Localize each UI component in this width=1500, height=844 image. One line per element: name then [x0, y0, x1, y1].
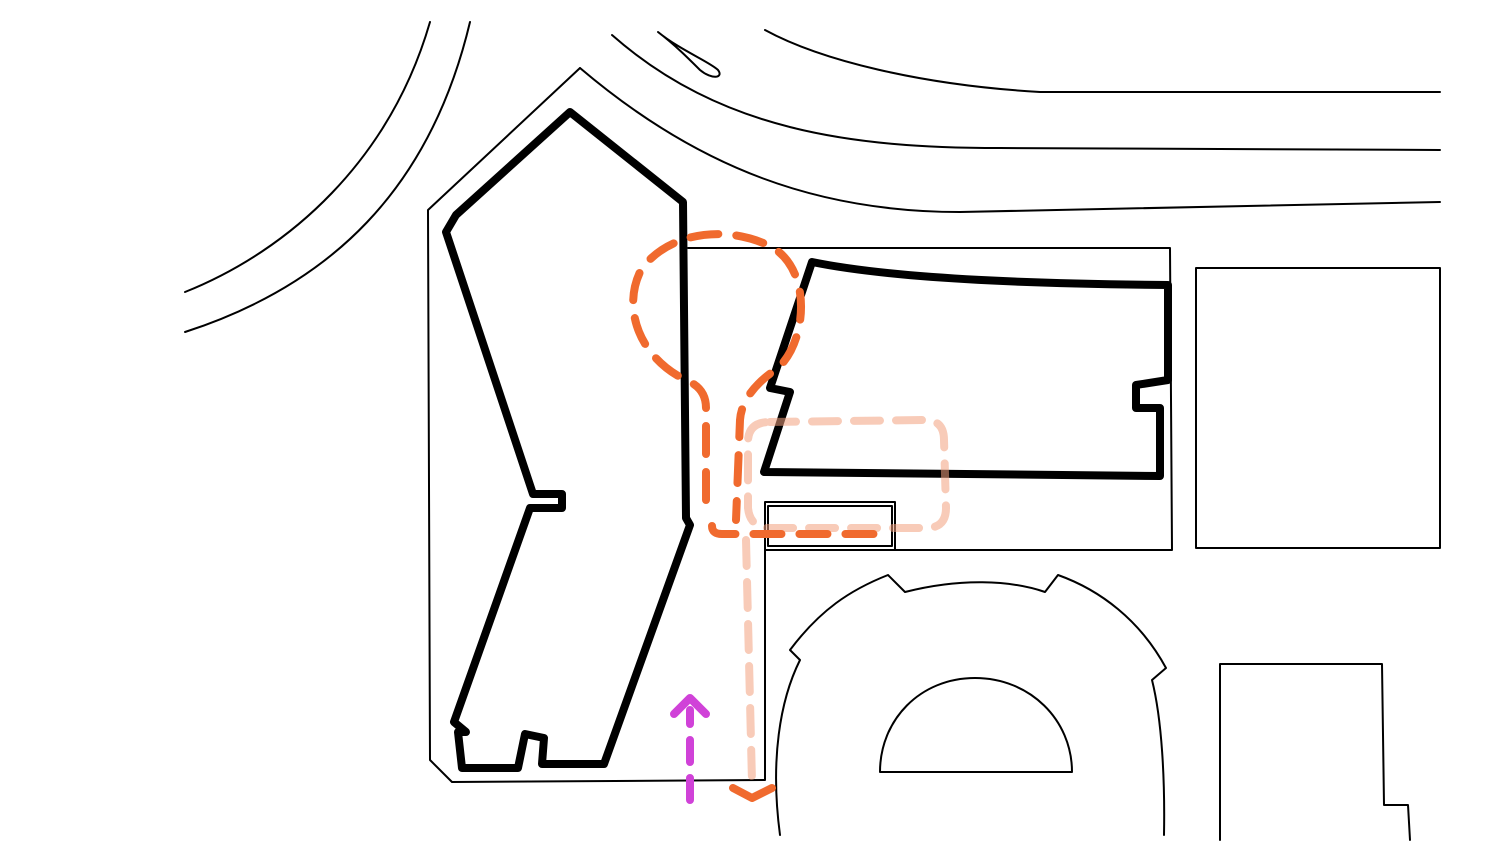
turnaround-loop [629, 230, 805, 524]
stadium-outer [775, 574, 1167, 836]
arrow-down-icon [729, 784, 776, 802]
drop-off-route [708, 522, 884, 538]
road-edge-lower [579, 67, 1441, 213]
site-boundary [427, 67, 1173, 783]
road-edge-outer-left [184, 21, 431, 293]
drop-off-zone [744, 416, 950, 532]
road-edge-inner-left [184, 21, 471, 333]
arrow-up-icon [670, 694, 710, 718]
stadium-inner [879, 677, 1073, 773]
adjacent-plot-southeast [1219, 663, 1411, 841]
road-edge-top [764, 29, 1441, 93]
exit-route-south [742, 536, 756, 786]
road-edge-center [611, 34, 1441, 151]
building-east [760, 258, 1172, 480]
building-west [442, 108, 694, 772]
road-island [657, 31, 721, 78]
curved-road [184, 21, 1441, 333]
adjacent-plot-east [1195, 267, 1441, 549]
